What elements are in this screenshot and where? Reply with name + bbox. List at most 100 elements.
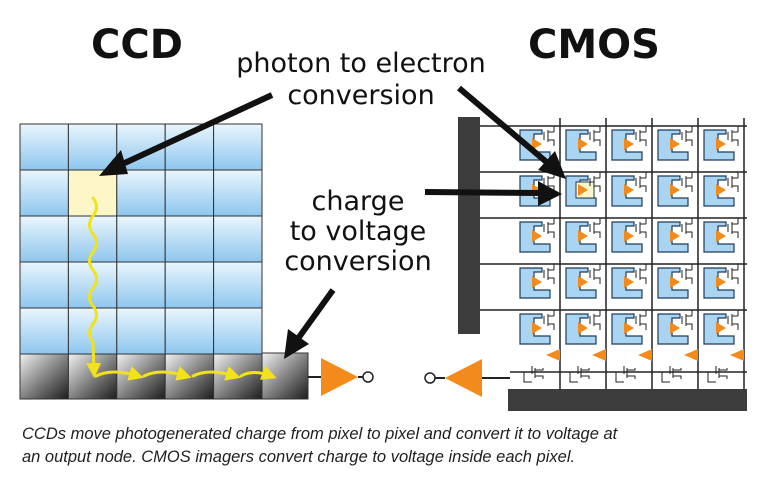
photodiode-icon bbox=[657, 313, 689, 345]
horizontal-transfer-arrow-4 bbox=[239, 365, 277, 380]
ccd-register-cell bbox=[213, 353, 263, 400]
photodiode-icon bbox=[565, 267, 597, 299]
ccd-register-cell bbox=[164, 353, 215, 400]
pixel-transistor-icon bbox=[681, 172, 693, 192]
pixel-amplifier-icon bbox=[670, 138, 680, 150]
pixel-transistor-icon bbox=[727, 126, 739, 146]
charge-callout-line3: conversion bbox=[284, 246, 431, 277]
charge-arrow-to-cmos-pixel bbox=[424, 189, 541, 196]
pixel-transistor-icon bbox=[727, 218, 739, 238]
ccd-pixel bbox=[213, 307, 263, 355]
pixel-transistor-icon bbox=[543, 218, 555, 238]
column-switch-icon bbox=[661, 366, 682, 383]
column-switch-icon bbox=[707, 366, 728, 383]
cmos-pixel bbox=[703, 264, 739, 299]
photodiode-icon bbox=[657, 221, 689, 253]
column-amplifier-icon bbox=[638, 349, 652, 361]
photodiode-icon bbox=[611, 129, 643, 161]
ccd-pixel bbox=[164, 215, 215, 263]
ccd-register-cell bbox=[19, 353, 69, 400]
cmos-pixel bbox=[519, 264, 555, 299]
caption-line-1: CCDs move photogenerated charge from pix… bbox=[22, 425, 618, 443]
cmos-pixel bbox=[657, 126, 693, 161]
vertical-transfer-arrow bbox=[86, 196, 102, 378]
column-amplifier-icon bbox=[730, 349, 744, 361]
cmos-pixel bbox=[703, 172, 739, 207]
ccd-pixel-illuminated bbox=[67, 169, 118, 217]
pixel-amplifier-icon bbox=[670, 276, 680, 288]
ccd-pixel bbox=[116, 261, 166, 309]
pixel-transistor-icon bbox=[727, 264, 739, 284]
photodiode-icon bbox=[703, 267, 735, 299]
pixel-amplifier-icon bbox=[716, 322, 726, 334]
pixel-transistor-icon bbox=[635, 126, 647, 146]
cmos-pixel bbox=[703, 218, 739, 253]
pixel-transistor-icon bbox=[681, 218, 693, 238]
ccd-pixel bbox=[116, 307, 166, 355]
column-amplifier bbox=[523, 349, 560, 383]
pixel-amplifier-icon bbox=[532, 322, 542, 334]
ccd-pixel bbox=[67, 261, 118, 309]
ccd-pixel bbox=[164, 169, 215, 217]
ccd-pixel bbox=[213, 215, 263, 263]
column-amplifier bbox=[569, 349, 606, 383]
column-amplifier-icon bbox=[592, 349, 606, 361]
ccd-pixel bbox=[19, 169, 69, 217]
ccd-pixel bbox=[19, 123, 69, 171]
column-amplifier bbox=[661, 349, 698, 383]
ccd-pixel bbox=[213, 169, 263, 217]
photodiode-icon bbox=[703, 175, 735, 207]
pixel-transistor-icon bbox=[681, 264, 693, 284]
pixel-amplifier-icon bbox=[670, 184, 680, 196]
photodiode-icon bbox=[703, 129, 735, 161]
pixel-amplifier-icon bbox=[670, 230, 680, 242]
cmos-pixel bbox=[565, 264, 601, 299]
cmos-pixel bbox=[565, 310, 601, 345]
pixel-transistor-icon bbox=[543, 264, 555, 284]
pixel-amplifier-icon bbox=[624, 138, 634, 150]
ccd-pixel bbox=[164, 261, 215, 309]
ccd-pixel bbox=[19, 215, 69, 263]
column-amplifier-icon bbox=[684, 349, 698, 361]
cmos-title: CMOS bbox=[528, 22, 660, 68]
pixel-amplifier-icon bbox=[578, 230, 588, 242]
cmos-column-bus-bar bbox=[508, 389, 747, 411]
pixel-amplifier-icon bbox=[578, 184, 588, 196]
pixel-amplifier-icon bbox=[624, 184, 634, 196]
cmos-pixel bbox=[565, 218, 601, 253]
ccd-pixel bbox=[213, 123, 263, 171]
pixel-amplifier-icon bbox=[624, 230, 634, 242]
horizontal-transfer-arrow-3 bbox=[191, 366, 241, 381]
pixel-amplifier-icon bbox=[716, 184, 726, 196]
column-switch-icon bbox=[615, 366, 636, 383]
callout-arrows bbox=[99, 85, 566, 359]
pixel-amplifier-icon bbox=[578, 322, 588, 334]
pixel-amplifier-icon bbox=[670, 322, 680, 334]
photodiode-icon bbox=[519, 313, 551, 345]
ccd-output-amplifier bbox=[308, 358, 374, 396]
pixel-transistor-icon bbox=[727, 172, 739, 192]
ccd-pixel bbox=[19, 307, 69, 355]
cmos-pixel bbox=[565, 172, 601, 207]
pixel-amplifier-icon bbox=[716, 230, 726, 242]
pixel-amplifier-icon bbox=[624, 322, 634, 334]
pixel-amplifier-icon bbox=[532, 276, 542, 288]
column-switch-icon bbox=[523, 366, 544, 383]
photon-callout-line1: photon to electron bbox=[236, 48, 486, 79]
pixel-amplifier-icon bbox=[624, 276, 634, 288]
pixel-transistor-icon bbox=[589, 126, 601, 146]
cmos-pixel bbox=[657, 264, 693, 299]
pixel-amplifier-icon bbox=[578, 138, 588, 150]
cmos-pixel bbox=[611, 218, 647, 253]
pixel-transistor-icon bbox=[543, 126, 555, 146]
photodiode-icon bbox=[519, 267, 551, 299]
output-terminal-icon bbox=[424, 372, 436, 384]
pixel-transistor-icon bbox=[543, 310, 555, 330]
charge-callout-line2: to voltage bbox=[290, 216, 427, 247]
cmos-pixel bbox=[703, 126, 739, 161]
photodiode-icon bbox=[565, 221, 597, 253]
charge-arrow-to-ccd-output bbox=[294, 288, 336, 342]
photodiode-icon bbox=[657, 175, 689, 207]
cmos-pixel bbox=[703, 310, 739, 345]
